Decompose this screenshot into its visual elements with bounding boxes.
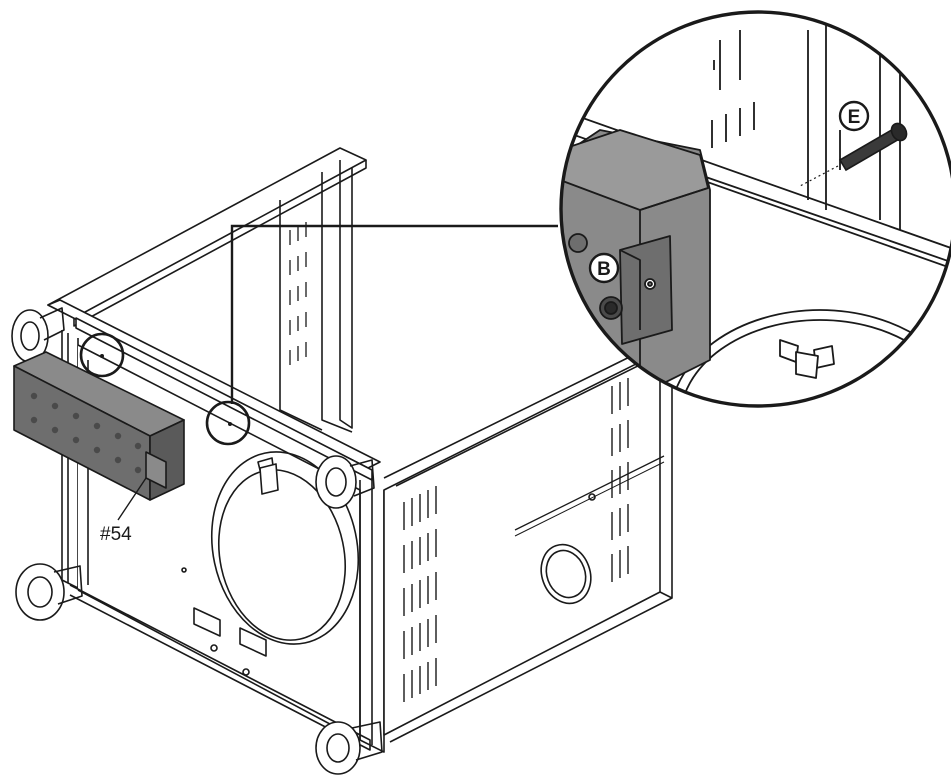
svg-text:E: E — [848, 107, 861, 128]
hole-highlight-right — [205, 400, 251, 446]
caster-front-left — [15, 563, 83, 621]
panel-holes — [30, 392, 142, 474]
hole-highlight-left — [79, 332, 125, 378]
caster-front-right — [315, 721, 383, 775]
part-54-label: #54 — [100, 524, 132, 545]
part-54-panel — [13, 351, 185, 501]
bolt-e — [799, 122, 908, 187]
caster-back-right — [315, 455, 375, 509]
back-panel-vents — [289, 222, 307, 365]
wing-nut — [257, 457, 279, 495]
zoom-detail: B E — [559, 10, 951, 408]
side-panel-vents — [403, 378, 629, 702]
callout-b: B — [588, 252, 620, 284]
svg-text:B: B — [597, 259, 611, 280]
tank-opening — [210, 451, 360, 645]
callout-e: E — [838, 100, 870, 132]
zoom-connector — [230, 224, 558, 404]
caster-back-left — [11, 307, 65, 363]
part-54-leader — [117, 477, 147, 521]
wing-nut-detail — [779, 339, 835, 379]
